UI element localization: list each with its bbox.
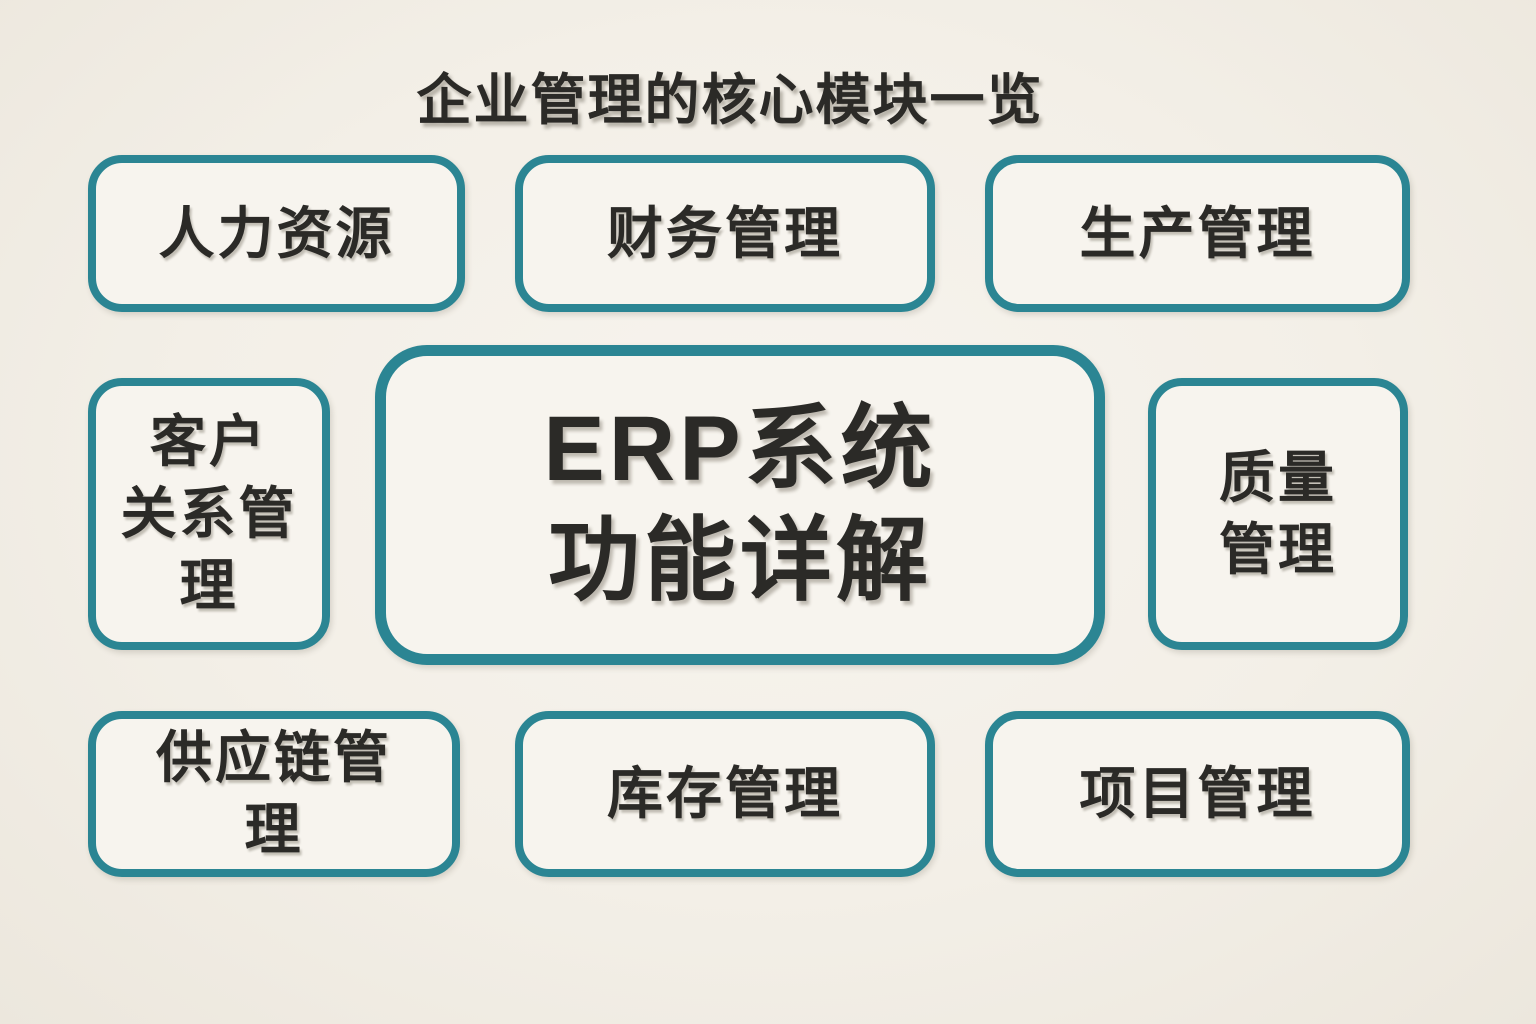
module-box-finance: 财务管理 <box>515 155 935 312</box>
module-label-hr: 人力资源 <box>158 201 395 265</box>
module-box-scm: 供应链管 理 <box>88 711 460 877</box>
diagram-title: 企业管理的核心模块一览 <box>416 69 1044 131</box>
module-box-inventory: 库存管理 <box>515 711 935 877</box>
module-label-inventory: 库存管理 <box>607 762 843 826</box>
module-box-crm: 客户 关系管 理 <box>88 378 330 650</box>
center-node-label: ERP系统 功能详解 <box>543 397 937 612</box>
module-box-hr: 人力资源 <box>88 155 465 312</box>
module-box-project: 项目管理 <box>985 711 1410 877</box>
module-label-crm: 客户 关系管 理 <box>120 410 298 617</box>
module-label-production: 生产管理 <box>1079 201 1316 265</box>
module-box-production: 生产管理 <box>985 155 1410 312</box>
module-box-quality: 质量 管理 <box>1148 378 1408 650</box>
module-label-finance: 财务管理 <box>607 201 843 265</box>
module-label-quality: 质量 管理 <box>1219 446 1337 581</box>
center-node-erp: ERP系统 功能详解 <box>375 345 1105 665</box>
module-label-project: 项目管理 <box>1079 762 1316 826</box>
module-label-scm: 供应链管 理 <box>156 726 392 861</box>
